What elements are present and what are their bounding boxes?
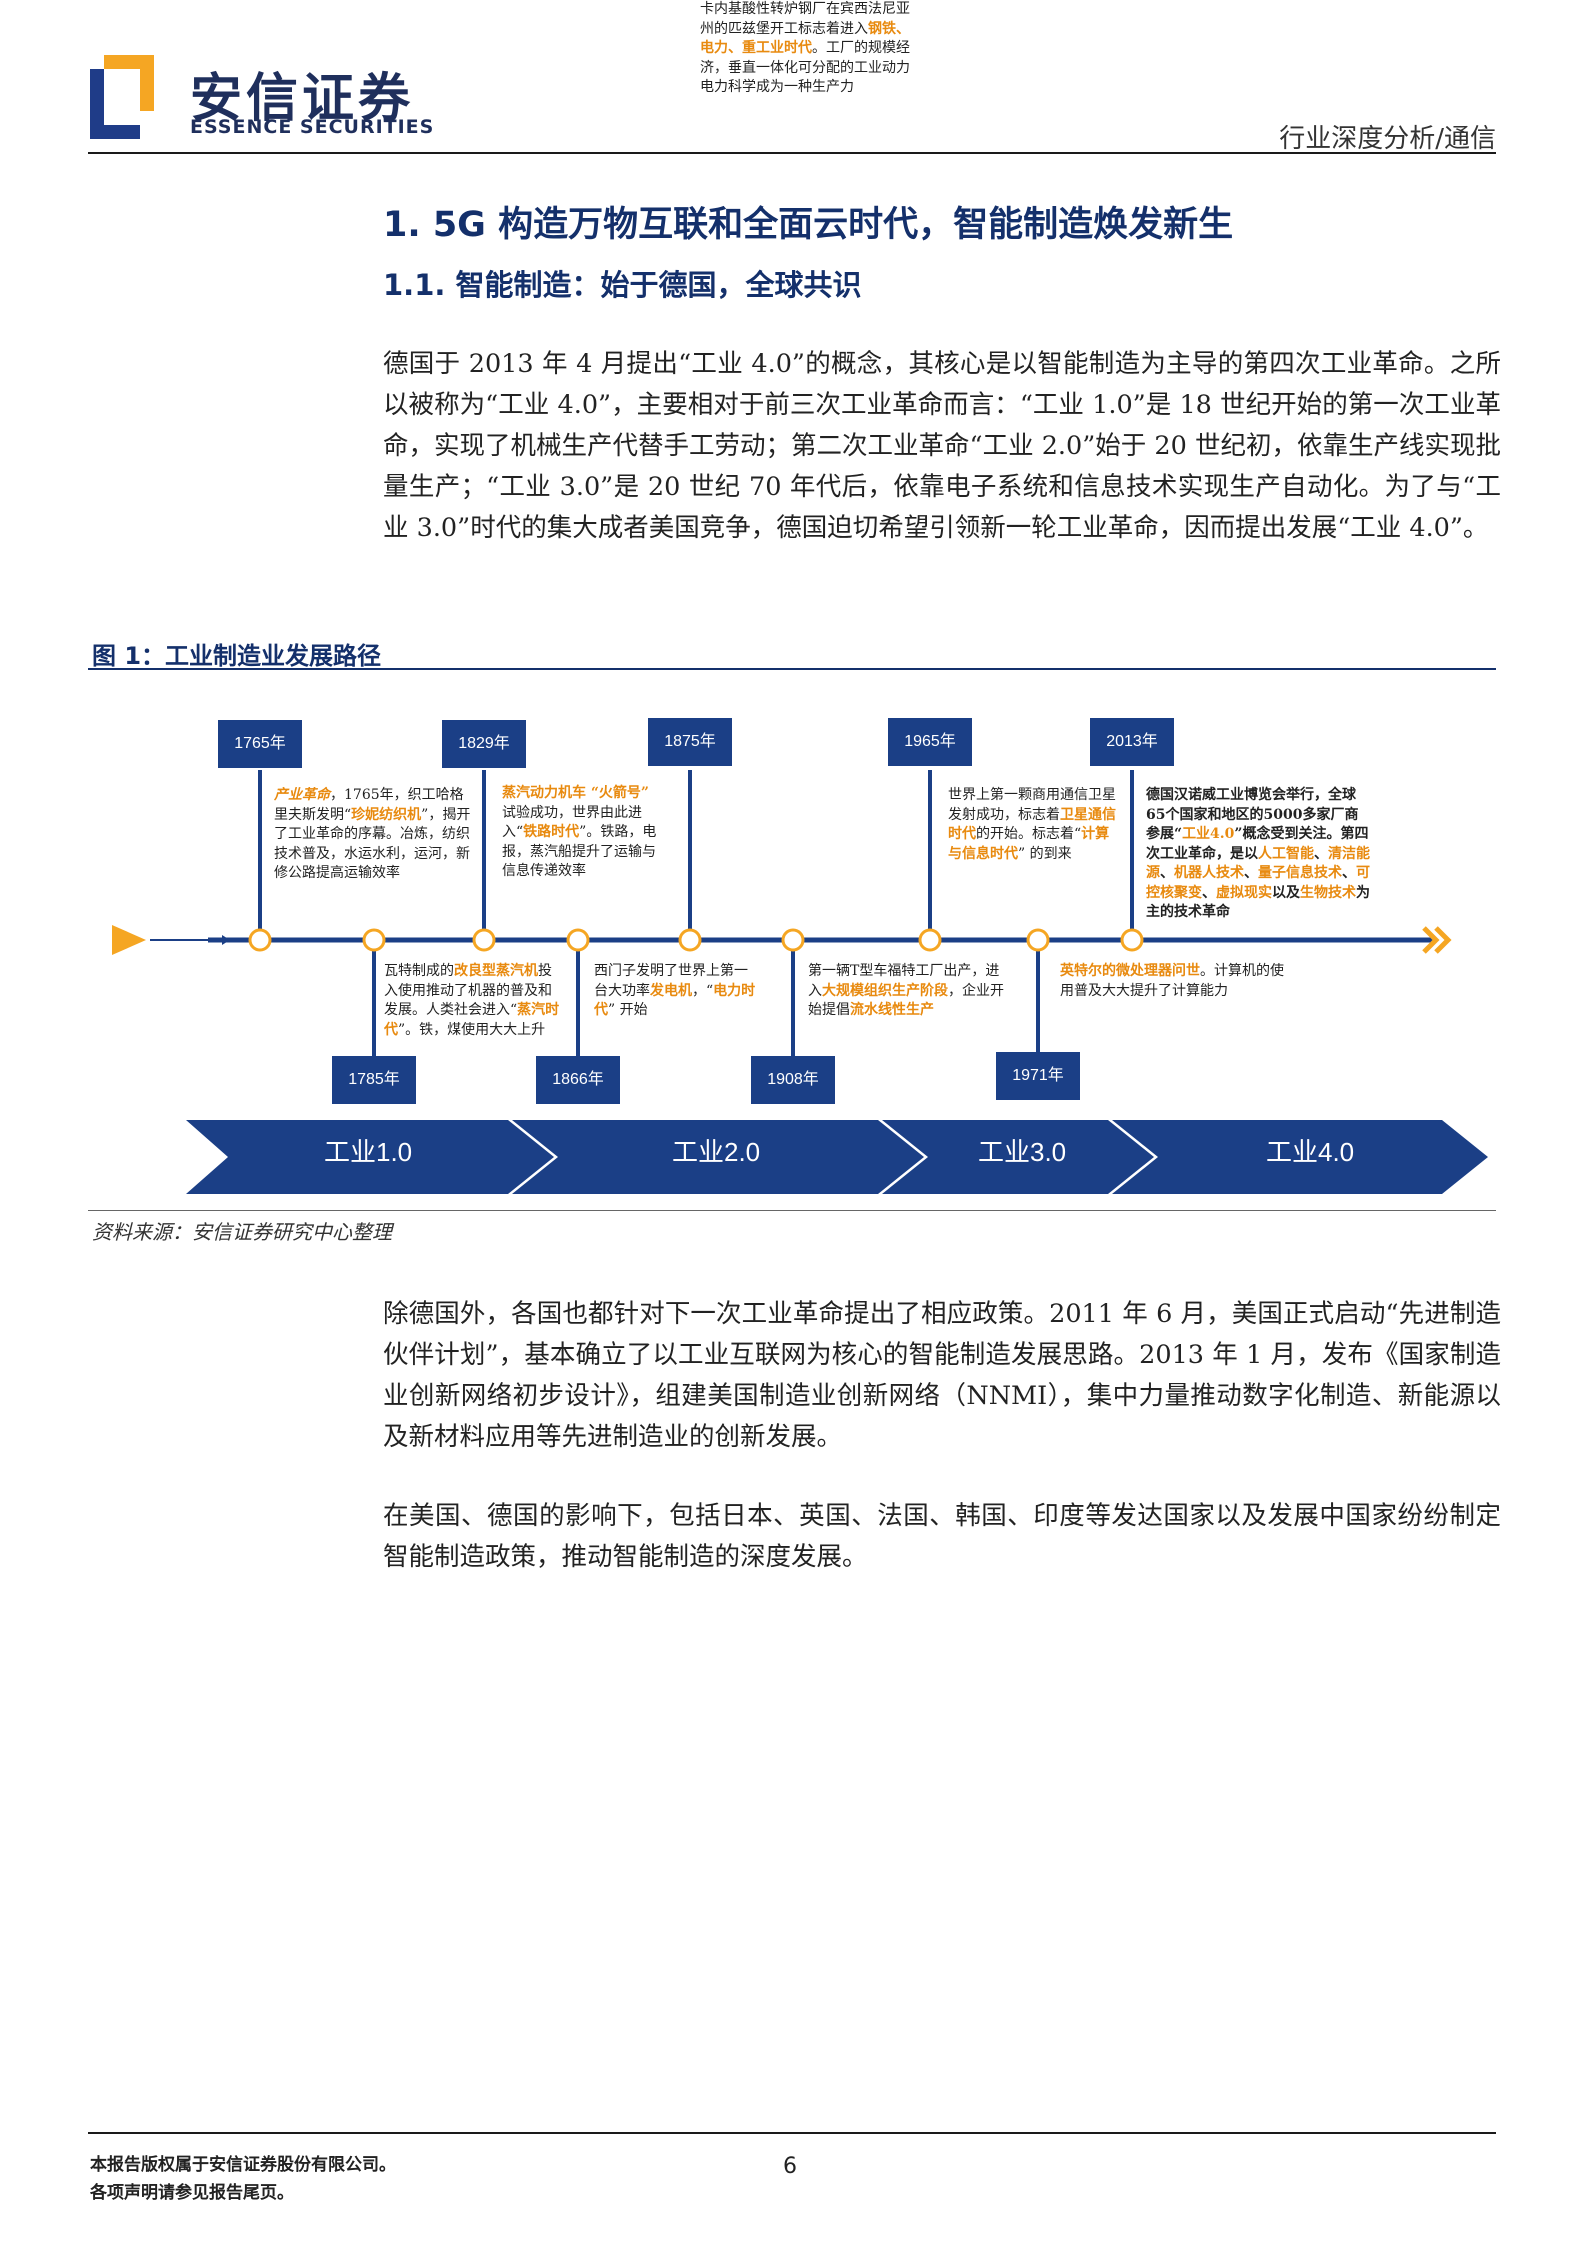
note-1829: 蒸汽动力机车 “火箭号” 试验成功，世界由此进入“铁路时代”。铁路，电报，蒸汽船… — [502, 785, 657, 879]
logo-text-en: ESSENCE SECURITIES — [190, 116, 435, 138]
year-box-1866: 1866年 — [536, 1056, 620, 1104]
stage-label-4: 工业4.0 — [1266, 1137, 1355, 1167]
year-box-2013: 2013年 — [1090, 718, 1174, 766]
note-1875: 卡内基酸性转炉钢厂在宾西法尼亚州的匹兹堡开工标志着进入钢铁、电力、重工业时代。工… — [700, 1, 910, 95]
stage-label-3: 工业3.0 — [978, 1137, 1067, 1167]
year-box-1965: 1965年 — [888, 718, 972, 766]
stage-label-2: 工业2.0 — [672, 1137, 761, 1167]
section-heading: 1. 5G 构造万物互联和全面云时代，智能制造焕发新生 — [383, 205, 1234, 245]
logo-text-cn: 安信证券 — [190, 69, 415, 129]
year-box-1971: 1971年 — [996, 1052, 1080, 1100]
stage-arrow-3 — [882, 1120, 1154, 1194]
paragraph-1: 德国于 2013 年 4 月提出“工业 4.0”的概念，其核心是以智能制造为主导… — [383, 349, 1501, 543]
end-chevron-2 — [1434, 926, 1452, 954]
report-category: 行业深度分析/通信 — [1279, 124, 1496, 154]
note-1866: 西门子发明了世界上第一台大功率发电机，“电力时代” 开始 — [594, 963, 756, 1018]
note-1908: 第一辆T型车福特工厂出产，进入大规模组织生产阶段，企业开始提倡流水线性生产 — [808, 963, 1004, 1018]
node-1875 — [678, 928, 702, 952]
note-1765: 产业革命，1765年，织工哈格里夫斯发明“珍妮纺织机”，揭开了工业革命的序幕。冶… — [274, 787, 471, 881]
stage-arrow-1 — [186, 1120, 554, 1194]
node-1765 — [248, 928, 272, 952]
footer-divider — [88, 2132, 1496, 2134]
node-2013 — [1120, 928, 1144, 952]
note-1965: 世界上第一颗商用通信卫星发射成功，标志着卫星通信时代的开始。标志着“计算与信息时… — [948, 787, 1116, 862]
year-box-1829: 1829年 — [442, 720, 526, 768]
page-number: 6 — [783, 2154, 797, 2179]
footer-copyright: 本报告版权属于安信证券股份有限公司。 — [90, 2155, 396, 2175]
paragraph-2: 除德国外，各国也都针对下一次工业革命提出了相应政策。2011 年 6 月，美国正… — [383, 1299, 1501, 1452]
node-1866 — [566, 928, 590, 952]
footer-disclaimer: 各项声明请参见报告尾页。 — [90, 2183, 294, 2203]
stage-arrow-2 — [512, 1120, 924, 1194]
figure-source: 资料来源：安信证券研究中心整理 — [92, 1220, 392, 1244]
year-box-1908: 1908年 — [751, 1056, 835, 1104]
node-1971 — [1026, 928, 1050, 952]
header-divider — [88, 152, 1496, 154]
stage-label-1: 工业1.0 — [324, 1137, 413, 1167]
paragraph-3: 在美国、德国的影响下，包括日本、英国、法国、韩国、印度等发达国家以及发展中国家纷… — [383, 1501, 1501, 1572]
figure-bottom-rule — [88, 1210, 1496, 1211]
year-box-1765: 1765年 — [218, 720, 302, 768]
note-1785: 瓦特制成的改良型蒸汽机投入使用推动了机器的普及和发展。人类社会进入“蒸汽时代”。… — [384, 963, 560, 1038]
note-1971: 英特尔的微处理器问世。计算机的使用普及大大提升了计算能力 — [1060, 963, 1284, 999]
end-chevron-1 — [1422, 926, 1440, 954]
note-2013: 德国汉诺威工业博览会举行，全球65个国家和地区的5000多家厂商参展“工业4.0… — [1146, 787, 1370, 920]
year-box-1785: 1785年 — [332, 1056, 416, 1104]
node-1908 — [781, 928, 805, 952]
figure-title: 图 1：工业制造业发展路径 — [92, 642, 382, 670]
subsection-heading: 1.1. 智能制造：始于德国，全球共识 — [383, 268, 862, 302]
stage-arrow-4 — [1112, 1120, 1488, 1194]
year-box-1875: 1875年 — [648, 718, 732, 766]
timeline-graphic — [112, 770, 1488, 1194]
logo-icon — [90, 55, 154, 139]
node-1965 — [918, 928, 942, 952]
figure-top-rule — [88, 668, 1496, 670]
start-triangle — [112, 925, 146, 955]
node-1785 — [362, 928, 386, 952]
node-1829 — [472, 928, 496, 952]
